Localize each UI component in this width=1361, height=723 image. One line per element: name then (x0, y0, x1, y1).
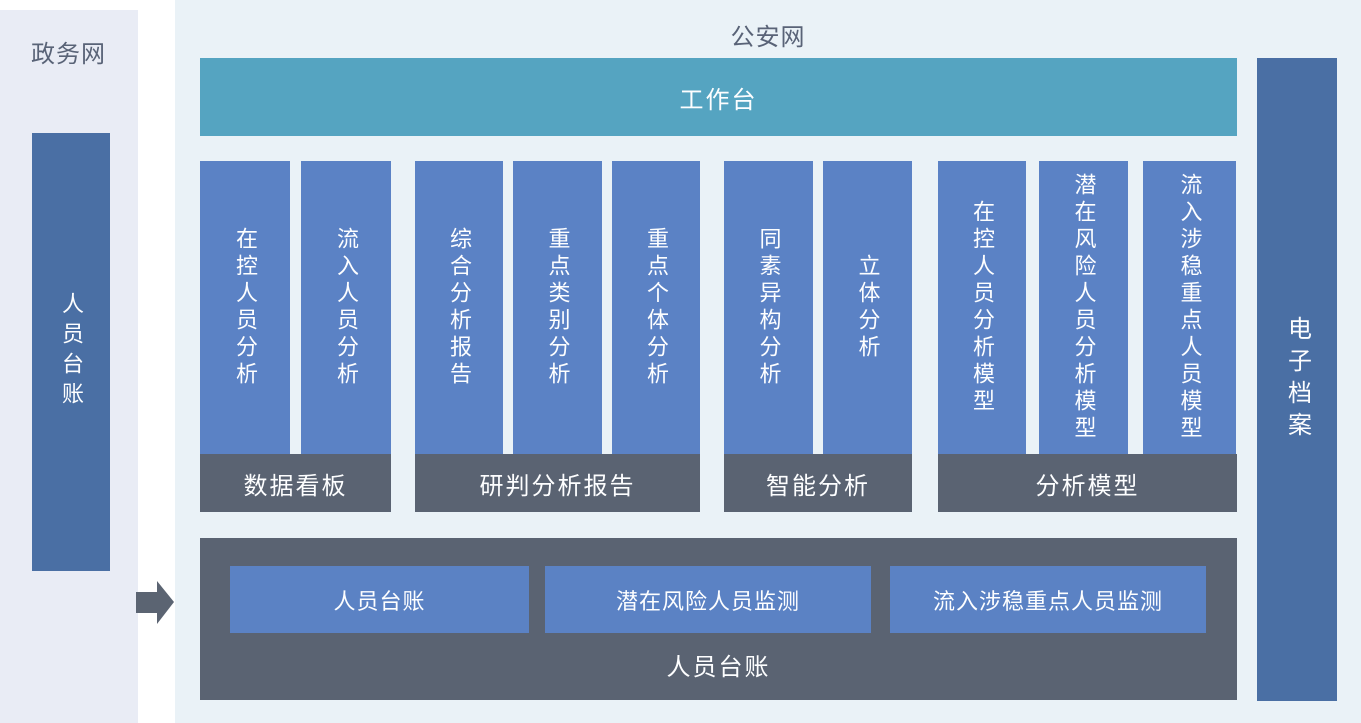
ledger-item: 流入涉稳重点人员监测 (890, 566, 1206, 633)
module-column-label: 潜在风险人员分析模型 (1071, 172, 1097, 443)
module-column: 在控人员分析模型 (938, 161, 1026, 454)
module-column: 潜在风险人员分析模型 (1039, 161, 1128, 454)
module-column: 重点个体分析 (612, 161, 700, 454)
module-column-label: 流入人员分析 (334, 226, 359, 389)
module-column: 在控人员分析 (200, 161, 290, 454)
module-column-label: 重点个体分析 (644, 226, 669, 389)
module-column: 综合分析报告 (415, 161, 503, 454)
electronic-archive-bar: 电子档案 (1257, 58, 1337, 701)
personnel-ledger-box: 人员台账 潜在风险人员监测 流入涉稳重点人员监测 人员台账 (200, 538, 1237, 700)
group-label: 数据看板 (200, 454, 391, 512)
arrow-head (157, 581, 174, 624)
police-network-panel: 公安网 工作台 在控人员分析 流入人员分析 综合分析报告 重点类别分析 重点个体… (175, 0, 1361, 723)
module-column: 流入涉稳重点人员模型 (1143, 161, 1236, 454)
group-label: 研判分析报告 (415, 454, 700, 512)
module-column-label: 综合分析报告 (447, 226, 472, 389)
module-column: 流入人员分析 (301, 161, 391, 454)
arrow-stem (136, 592, 157, 613)
module-column: 同素异构分析 (724, 161, 813, 454)
ledger-item: 潜在风险人员监测 (545, 566, 871, 633)
workbench-label: 工作台 (679, 86, 758, 114)
workbench-bar: 工作台 (200, 58, 1237, 136)
police-network-title: 公安网 (730, 24, 806, 51)
module-column-label: 重点类别分析 (545, 226, 571, 389)
module-column: 重点类别分析 (513, 161, 602, 454)
gov-network-title: 政务网 (31, 41, 106, 68)
personnel-ledger-sidebar-label: 人员台账 (59, 292, 84, 412)
ledger-item: 人员台账 (230, 566, 529, 633)
module-column-label: 立体分析 (855, 253, 881, 362)
personnel-ledger-sidebar: 人员台账 (32, 133, 110, 571)
module-column: 立体分析 (823, 161, 912, 454)
arrow-right-icon (136, 581, 174, 624)
group-label: 分析模型 (938, 454, 1237, 512)
group-label: 智能分析 (724, 454, 912, 512)
module-column-label: 在控人员分析模型 (970, 199, 995, 416)
personnel-ledger-box-label: 人员台账 (666, 654, 771, 681)
electronic-archive-label: 电子档案 (1283, 315, 1311, 444)
module-column-label: 同素异构分析 (756, 226, 782, 389)
module-column-label: 在控人员分析 (233, 226, 258, 389)
module-column-label: 流入涉稳重点人员模型 (1177, 172, 1203, 443)
